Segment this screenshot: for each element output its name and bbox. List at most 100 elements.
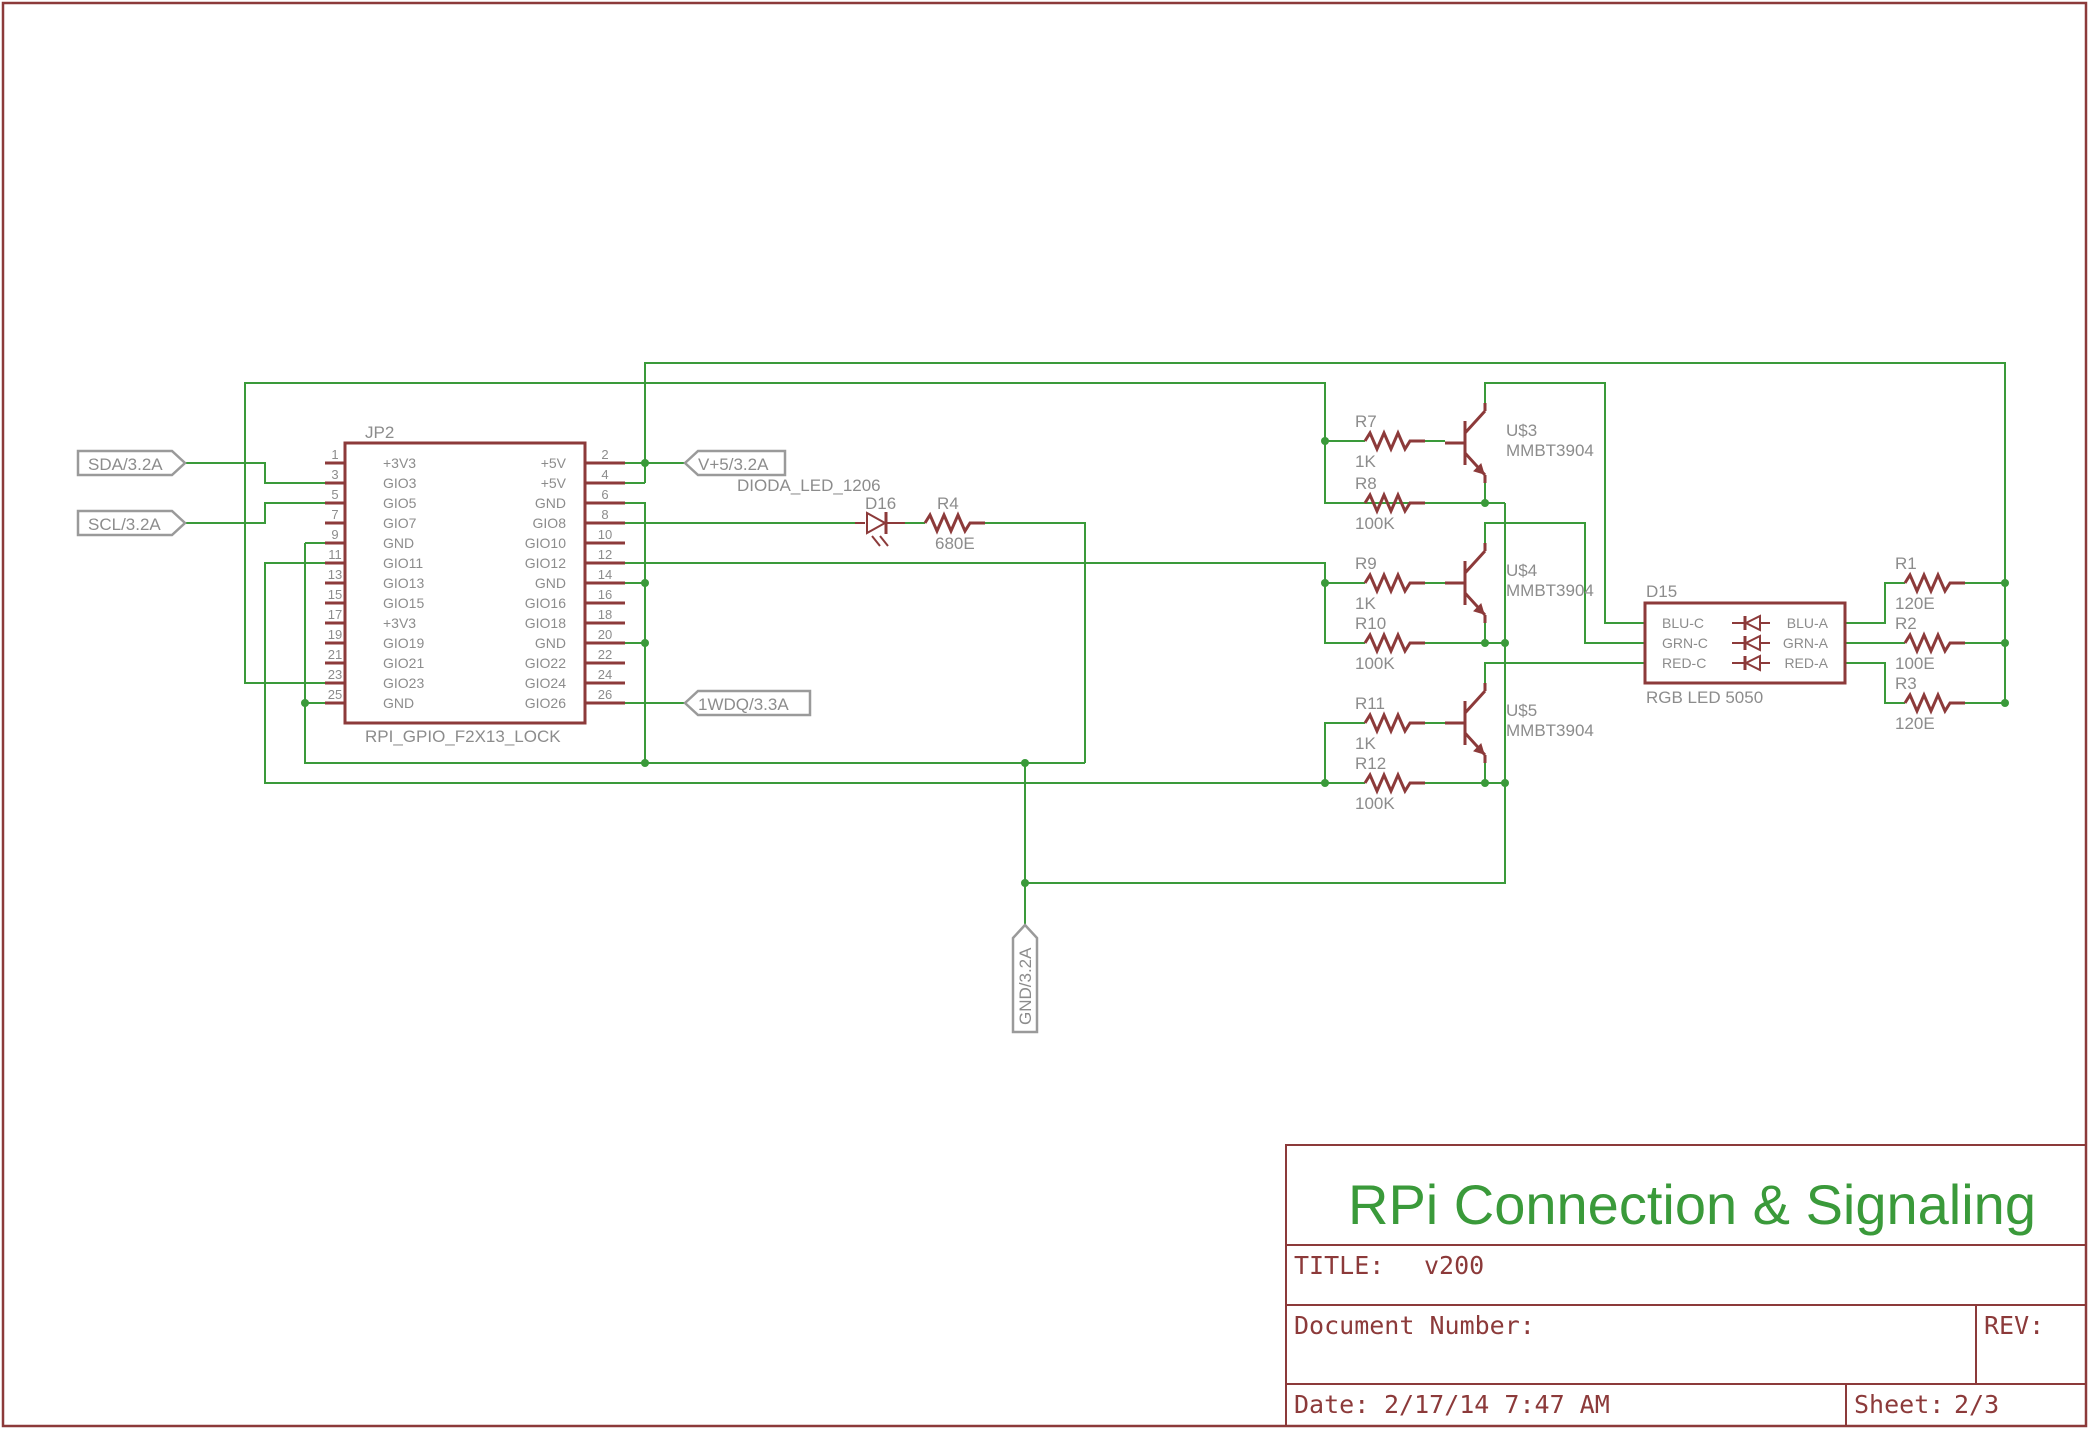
jp2-pin-label: GIO10 — [525, 535, 566, 551]
wire-gio11-r11 — [264, 562, 1325, 784]
jp2-pin-label: GIO12 — [525, 555, 566, 571]
resistor-r7: R7 1K — [1355, 412, 1425, 471]
jp2-pin-label: GIO24 — [525, 675, 566, 691]
transistor-name: U$5 — [1506, 701, 1537, 720]
d15-diode-triangle — [1743, 654, 1761, 672]
jp2-pin-number: 17 — [328, 607, 342, 622]
d15-cathode-label: GRN-C — [1662, 635, 1708, 651]
led-d16: DIODA_LED_1206 D16 — [737, 476, 905, 547]
junctions — [301, 437, 2009, 887]
title-block-frame — [1285, 1144, 2087, 1427]
wire-r4-gnd — [985, 522, 1086, 763]
jp2-pin-number: 5 — [331, 487, 338, 502]
junction-dot — [1501, 639, 1509, 647]
transistor-collector — [1463, 689, 1487, 715]
port-scl: SCL/3.2A — [76, 509, 187, 537]
d15-diode-triangle — [1743, 614, 1761, 632]
resistor-r9-value: 1K — [1355, 594, 1376, 613]
port-vplus-shape — [683, 449, 787, 477]
jp2-pin-label: GIO21 — [383, 655, 424, 671]
jp2-pin-number: 19 — [328, 627, 342, 642]
jp2-pin-number: 24 — [598, 667, 612, 682]
jp2-pin-label: GND — [383, 695, 414, 711]
jp2-pin-number: 1 — [331, 447, 338, 462]
jp2-pin-number: 18 — [598, 607, 612, 622]
junction-dot — [1321, 779, 1329, 787]
jp2-name: JP2 — [365, 423, 394, 442]
transistor-value: MMBT3904 — [1506, 721, 1594, 740]
transistor-collector — [1463, 549, 1487, 575]
jp2-pin-number: 14 — [598, 567, 612, 582]
transistor-value: MMBT3904 — [1506, 441, 1594, 460]
title-label: TITLE: — [1294, 1251, 1384, 1280]
resistor-r3-value: 120E — [1895, 714, 1935, 733]
jp2-pin-number: 8 — [601, 507, 608, 522]
resistor-r1-zigzag — [1903, 571, 1965, 595]
port-1wdq: 1WDQ/3.3A — [683, 689, 812, 717]
resistor-r1: R1 120E — [1895, 554, 1965, 613]
wire-r11-left — [1324, 722, 1365, 783]
d15-anode-label: RED-A — [1784, 655, 1828, 671]
junction-dot — [1481, 779, 1489, 787]
resistor-r10-zigzag — [1363, 631, 1425, 655]
jp2-pin-label: GIO19 — [383, 635, 424, 651]
jp2-pin-number: 6 — [601, 487, 608, 502]
port-sda-label: SDA/3.2A — [88, 455, 163, 474]
resistor-r9-name: R9 — [1355, 554, 1377, 573]
jp2-pin-label: GIO11 — [383, 555, 423, 571]
resistor-r12-name: R12 — [1355, 754, 1386, 773]
transistor-arrow — [1473, 463, 1485, 475]
jp2-pin-label: +5V — [541, 455, 567, 471]
port-1wdq-label: 1WDQ/3.3A — [698, 695, 789, 714]
wire-vplus-rail — [644, 362, 2006, 583]
resistor-r1-name: R1 — [1895, 554, 1917, 573]
jp2-pin-label: GIO23 — [383, 675, 424, 691]
jp2-pin-number: 13 — [328, 567, 342, 582]
resistor-r8-value: 100K — [1355, 514, 1395, 533]
wire-u5-collector — [1484, 662, 1645, 683]
resistor-r7-value: 1K — [1355, 452, 1376, 471]
date-value: 2/17/14 7:47 AM — [1384, 1390, 1610, 1419]
rev-label: REV: — [1984, 1311, 2044, 1340]
junction-dot — [1321, 579, 1329, 587]
jp2-pin-label: GIO13 — [383, 575, 424, 591]
resistor-r2-name: R2 — [1895, 614, 1917, 633]
resistor-r11-name: R11 — [1355, 694, 1385, 713]
junction-dot — [641, 459, 649, 467]
junction-dot — [1501, 779, 1509, 787]
resistor-r1-value: 120E — [1895, 594, 1935, 613]
junction-dot — [2001, 579, 2009, 587]
jp2-pin-number: 16 — [598, 587, 612, 602]
port-gnd-shape — [1011, 923, 1039, 1034]
jp2-pin-number: 12 — [598, 547, 612, 562]
port-vplus-label: V+5/3.2A — [698, 455, 769, 474]
r4-name: R4 — [937, 494, 959, 513]
port-vplus: V+5/3.2A — [683, 449, 787, 477]
jp2-pin-label: GIO7 — [383, 515, 417, 531]
sheet-value: 2/3 — [1954, 1390, 1999, 1419]
wire-u4-collector — [1484, 522, 1645, 644]
jp2-pin-number: 4 — [601, 467, 608, 482]
title-block: RPi Connection & Signaling TITLE: v200 D… — [1285, 1144, 2087, 1427]
transistor-arrow — [1473, 743, 1485, 755]
resistor-r4: R4 680E — [905, 494, 985, 553]
jp2-pin-label: GIO3 — [383, 475, 417, 491]
resistor-r8-zigzag — [1363, 491, 1425, 515]
junction-dot — [641, 579, 649, 587]
jp2-pin-number: 21 — [328, 647, 342, 662]
d16-triangle — [866, 511, 888, 535]
wire-gio23-r7 — [244, 382, 1326, 684]
d15-value: RGB LED 5050 — [1646, 688, 1763, 707]
resistor-r7-name: R7 — [1355, 412, 1377, 431]
